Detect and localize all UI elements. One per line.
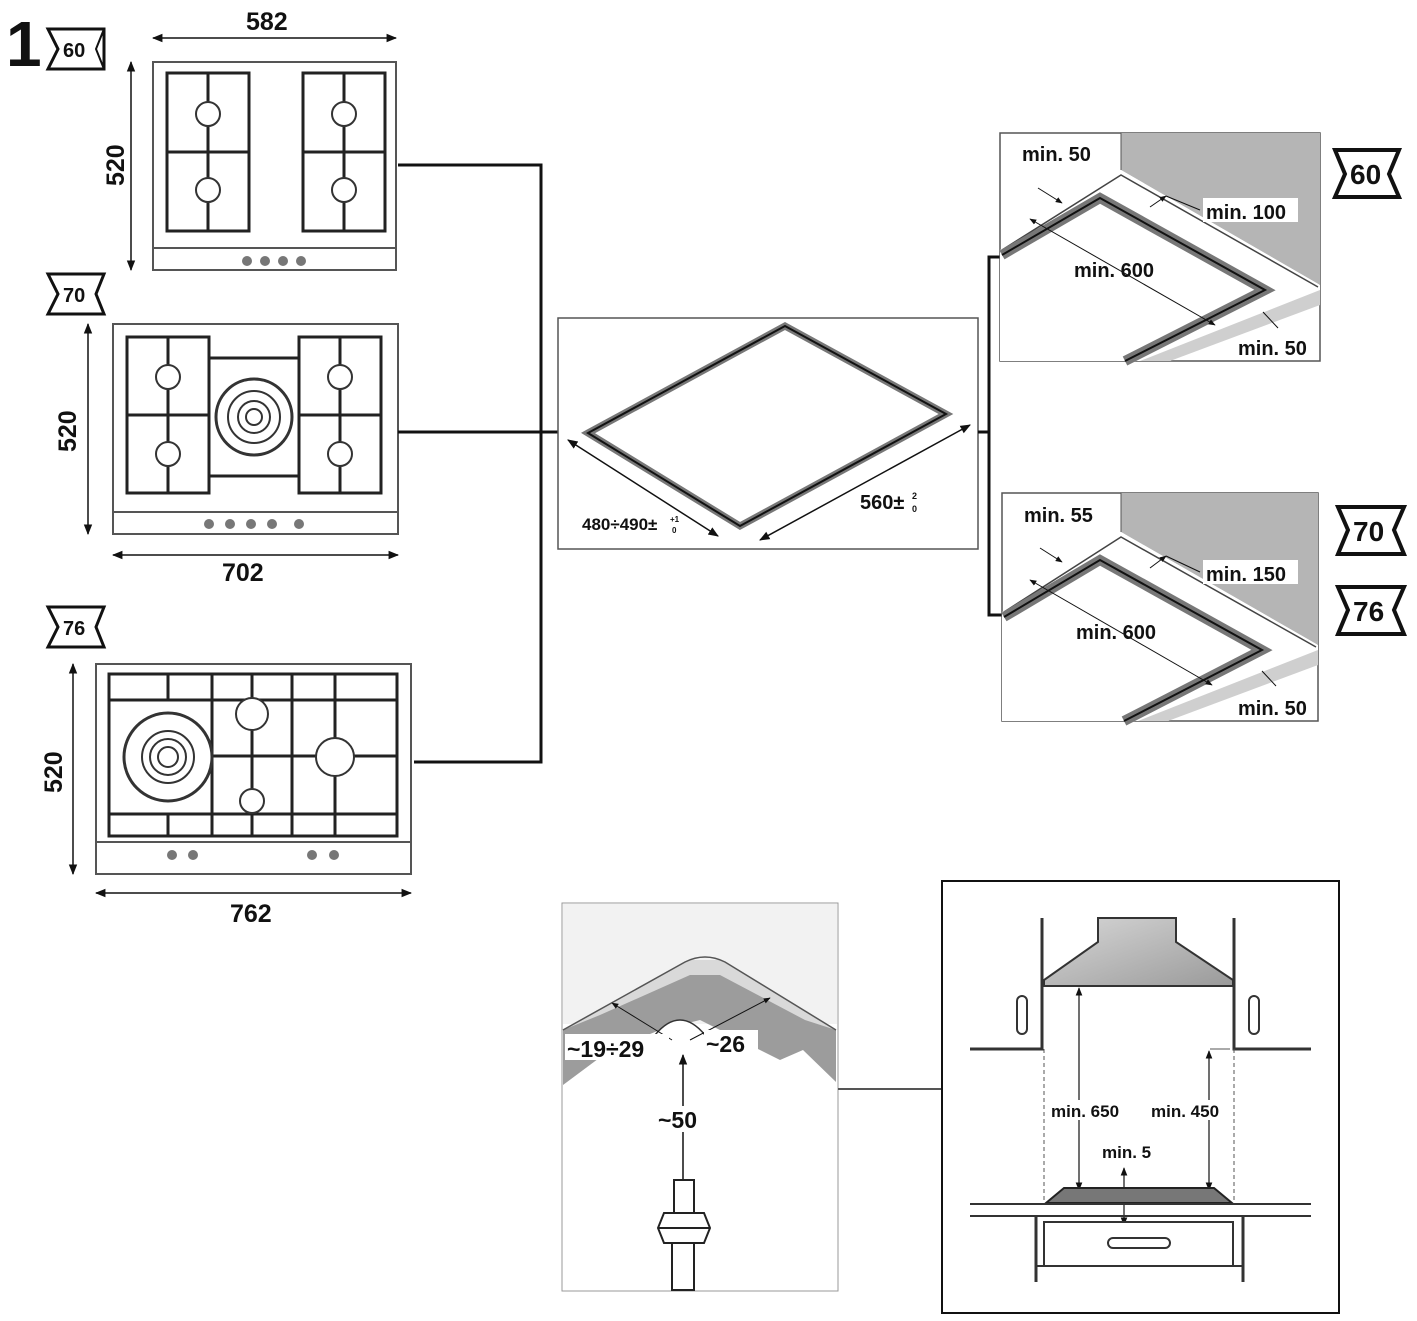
badge-70-large-label: 70 — [1353, 516, 1384, 547]
badge-70-small: 70 — [45, 272, 107, 316]
bracket-detail: ~19÷29 ~26 ~50 — [561, 902, 839, 1292]
cutout-width-label: 560± — [860, 492, 904, 514]
badge-70-large: 70 — [1334, 505, 1408, 556]
clearance-60-front: min. 50 — [1238, 338, 1307, 360]
cutout-depth-tol-top: +1 — [670, 515, 680, 524]
width-dimension: 582 — [246, 8, 288, 36]
cutout-panel: 480÷490± +1 0 560± 2 0 — [557, 317, 979, 550]
clearance-70-back-wall: min. 150 — [1206, 564, 1286, 586]
hob-60: 60 582 520 — [45, 8, 398, 272]
figure-number: 1 — [6, 8, 42, 80]
hood-left-height: min. 650 — [1051, 1102, 1119, 1121]
clearance-70-front: min. 50 — [1238, 698, 1307, 720]
knobs — [167, 850, 339, 860]
clearance-60-left-wall: min. 50 — [1022, 144, 1091, 166]
badge-60-large: 60 — [1331, 148, 1403, 199]
connector-left — [398, 163, 558, 764]
depth-dimension: 520 — [40, 751, 68, 793]
hood-right-height: min. 450 — [1151, 1102, 1219, 1121]
badge-76-large: 76 — [1334, 585, 1408, 636]
hood-gap: min. 5 — [1102, 1143, 1151, 1162]
connector-right — [978, 255, 1002, 617]
badge-60-small: 60 — [45, 27, 106, 71]
knobs — [204, 519, 304, 529]
burners — [195, 101, 357, 203]
cutout-width-tol-top: 2 — [912, 491, 917, 501]
clearance-70-left-wall: min. 55 — [1024, 505, 1093, 527]
clearance-70: min. 55 min. 150 min. 600 min. 50 — [1001, 492, 1319, 726]
bracket-right-dim: ~26 — [706, 1031, 745, 1057]
badge-76-large-label: 76 — [1353, 596, 1384, 627]
width-dimension: 762 — [230, 900, 272, 928]
hood-clearance: min. 650 min. 450 min. 5 — [941, 880, 1340, 1314]
hob-top — [152, 61, 397, 271]
badge-60-large-label: 60 — [1350, 159, 1381, 190]
clearance-70-above: min. 600 — [1076, 622, 1156, 644]
badge-60-label: 60 — [63, 40, 85, 62]
hood-icon — [1043, 917, 1234, 987]
clearance-60-back-wall: min. 100 — [1206, 202, 1286, 224]
knobs — [242, 256, 306, 266]
clearance-60-above: min. 600 — [1074, 260, 1154, 282]
depth-dimension: 520 — [102, 144, 130, 186]
burners — [155, 364, 353, 467]
hob-76: 76 520 762 — [40, 605, 413, 928]
cutout-width-tol-bottom: 0 — [912, 504, 917, 514]
cutout-depth-tol-bottom: 0 — [672, 526, 677, 535]
bracket-left-dim: ~19÷29 — [567, 1036, 644, 1062]
badge-70-label: 70 — [63, 285, 85, 307]
badge-76-small: 76 — [45, 605, 107, 649]
depth-dimension: 520 — [54, 410, 82, 452]
burners — [122, 697, 355, 814]
width-dimension: 702 — [222, 559, 264, 587]
hob-icon — [1043, 1187, 1235, 1204]
badge-76-label: 76 — [63, 618, 85, 640]
clearance-60: min. 50 min. 100 min. 600 min. 50 — [999, 132, 1321, 366]
hob-70: 70 520 702 — [45, 272, 400, 587]
bracket-down-dim: ~50 — [658, 1107, 697, 1133]
cutout-depth-label: 480÷490± — [582, 515, 657, 534]
screw-icon — [656, 1179, 712, 1291]
